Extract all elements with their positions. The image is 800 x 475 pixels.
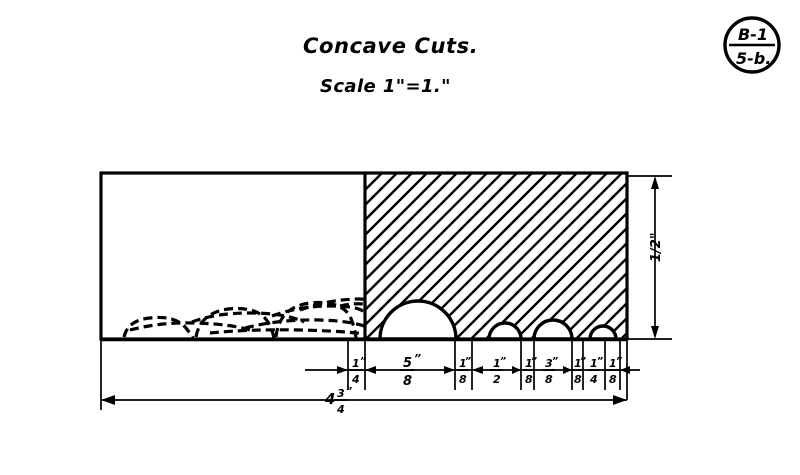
dashed-cut-outline-9: [209, 328, 365, 336]
svg-text:”: ”: [360, 356, 366, 367]
svg-text:3: 3: [545, 357, 553, 370]
chain-dim-label-9: 1 ” 8: [607, 356, 622, 386]
svg-text:”: ”: [531, 356, 537, 367]
svg-text:”: ”: [465, 356, 471, 367]
overall-dimension-denominator: 4: [336, 403, 345, 416]
svg-text:8: 8: [459, 373, 467, 386]
svg-text:”: ”: [552, 356, 558, 367]
svg-text:”: ”: [414, 352, 421, 365]
concave-cut-arc-1: [378, 299, 458, 341]
chain-arrow-e: [512, 366, 521, 374]
svg-text:8: 8: [545, 373, 553, 386]
plan-view-dashed-cuts: [122, 297, 367, 339]
svg-text:8: 8: [403, 374, 412, 389]
svg-text:”: ”: [597, 356, 603, 367]
dashed-cut-outline-8: [244, 318, 365, 330]
chain-arrow-a: [337, 366, 348, 374]
svg-text:2: 2: [493, 373, 501, 386]
concave-cut-arc-2: [487, 321, 523, 341]
chain-dim-label-8: 1 ” 4: [588, 356, 603, 386]
svg-text:1: 1: [609, 357, 617, 370]
dashed-cut-outline-6: [299, 297, 367, 312]
svg-text:1: 1: [525, 357, 533, 370]
chain-dim-label-2: 5 ” 8: [400, 352, 421, 389]
chain-arrow-b: [365, 366, 376, 374]
svg-text:5: 5: [403, 356, 412, 371]
svg-text:”: ”: [500, 356, 506, 367]
chain-dim-label-5: 1 ” 8: [523, 356, 537, 386]
dashed-cut-outline-7: [129, 321, 251, 332]
dashed-cut-outline-3: [191, 311, 305, 324]
overall-arrow-left: [101, 395, 115, 405]
chain-dim-label-4: 1 ” 2: [490, 356, 506, 386]
chain-dim-label-6: 3 ” 8: [543, 356, 558, 386]
stamp-bottom-label: 5-b.: [736, 49, 771, 68]
chain-dim-label-3: 1 ” 8: [457, 356, 471, 386]
svg-text:8: 8: [609, 373, 617, 386]
chain-dim-label-1: 1 ” 4: [349, 356, 366, 386]
dashed-cut-outline-10: [339, 302, 365, 308]
dashed-cut-outline-1: [122, 315, 195, 339]
dashed-cut-outline-5: [271, 304, 366, 318]
sheet-stamp: B-1 5-b.: [723, 16, 781, 74]
chain-arrow-g: [620, 366, 630, 374]
page-title: Concave Cuts.: [303, 34, 478, 58]
vdim-arrow-top: [651, 176, 659, 189]
overall-dimension-whole: 4: [324, 390, 335, 408]
svg-text:8: 8: [574, 373, 582, 386]
chain-dimension-labels: 1 ” 4 5 ” 8 1 ” 8 1 ” 2: [349, 352, 622, 389]
chain-arrow-f: [563, 366, 572, 374]
overall-dimension: 4 3 ” 4: [101, 386, 627, 416]
scale-note: Scale 1"=1.": [320, 76, 451, 97]
chain-dim-label-7: 1 ” 8: [572, 356, 586, 386]
overall-dimension-numerator: 3: [337, 387, 345, 400]
vdim-arrow-bottom: [651, 326, 659, 339]
overall-dimension-mark: ”: [346, 386, 352, 397]
overall-arrow-right: [613, 395, 627, 405]
title-block: Concave Cuts. Scale 1"=1.": [303, 34, 478, 97]
svg-text:8: 8: [525, 373, 533, 386]
svg-text:4: 4: [351, 373, 360, 386]
vertical-dimension: 1/2": [627, 175, 672, 340]
svg-text:1: 1: [590, 357, 598, 370]
svg-text:1: 1: [352, 357, 360, 370]
concave-cut-arcs: [378, 299, 618, 341]
concave-cut-arc-4: [588, 324, 618, 341]
svg-text:1: 1: [459, 357, 467, 370]
chain-arrow-c: [444, 366, 455, 374]
stamp-top-label: B-1: [738, 25, 768, 44]
chain-arrow-d: [472, 366, 483, 374]
vertical-dimension-label: 1/2": [649, 232, 664, 262]
svg-text:1: 1: [493, 357, 501, 370]
stamp-circle-outline: [723, 16, 781, 74]
concave-cut-arc-3: [532, 318, 574, 341]
svg-text:1: 1: [574, 357, 582, 370]
svg-text:4: 4: [589, 373, 598, 386]
svg-text:”: ”: [616, 356, 622, 367]
workpiece-outline: [99, 171, 629, 341]
svg-text:”: ”: [580, 356, 586, 367]
